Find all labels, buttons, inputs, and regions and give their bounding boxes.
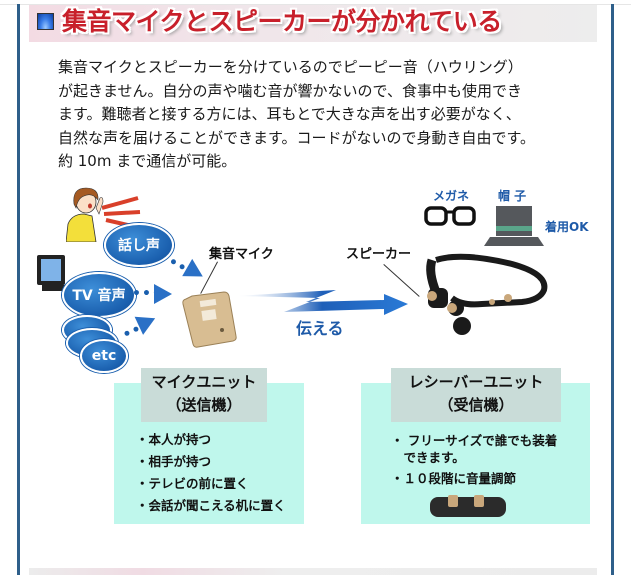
description-line: ます。難聴者と接する方には、耳もとで大きな声を出す必要がなく、	[58, 105, 521, 123]
description-line: 約 10m まで通信が可能。	[58, 152, 237, 170]
mic-label: 集音マイク	[209, 247, 274, 262]
feature-item: ・相手が持つ	[136, 454, 212, 469]
receiver-unit-features: ・ フリーサイズで誰でも装着 できます。 ・１０段階に音量調節	[391, 432, 557, 487]
description-line: 集音マイクとスピーカーを分けているのでピーピー音（ハウリング）	[58, 58, 523, 76]
section-title: 集音マイクとスピーカーが分かれている	[62, 7, 502, 36]
speaker-label: スピーカー	[346, 247, 412, 262]
section-title-bar	[29, 5, 597, 42]
tv-icon	[36, 254, 68, 294]
wireless-transmit-arrow	[236, 282, 416, 324]
mic-unit-title: マイクユニット	[151, 373, 257, 391]
speech-rays	[101, 196, 142, 228]
woman-speaking-illustration	[65, 184, 116, 243]
arrow-icon	[154, 284, 172, 304]
receiver-unit-subtitle: （受信機）	[438, 396, 514, 414]
mic-unit-subtitle: （送信機）	[166, 396, 242, 414]
top-divider	[0, 0, 631, 5]
glasses-icon	[424, 205, 476, 227]
receiver-unit-title: レシーバーユニット	[408, 373, 544, 391]
speech-bubble: 話し声	[104, 223, 174, 267]
feature-item: ・１０段階に音量調節	[391, 471, 517, 486]
hat-icon	[484, 206, 544, 246]
description-line: が起きません。自分の声や噛む音が響かないので、食事中も使用でき	[58, 81, 522, 100]
feature-item: ・テレビの前に置く	[136, 476, 249, 491]
tv-audio-label: TV 音声	[72, 288, 126, 304]
tv-audio-bubble: TV 音声	[62, 272, 136, 318]
speech-label: 話し声	[118, 238, 160, 254]
next-section-title-bar	[29, 568, 597, 575]
feature-item: ・ フリーサイズで誰でも装着	[391, 433, 558, 448]
headset-image	[422, 252, 552, 340]
dotted-trail: •••	[132, 286, 162, 302]
volume-control-image	[430, 495, 506, 517]
content-frame	[17, 4, 614, 575]
hat-label: 帽 子	[498, 189, 527, 203]
blue-square-icon	[37, 13, 54, 30]
description-line: 自然な声を届けることができます。コードがないので身動き自由です。	[58, 128, 536, 147]
description-paragraph: 集音マイクとスピーカーを分けているのでピーピー音（ハウリング） が起きません。自…	[58, 56, 598, 174]
mic-unit-image	[180, 290, 240, 350]
mic-unit-features: ・本人が持つ ・相手が持つ ・テレビの前に置く ・会話が聞こえる机に置く	[136, 429, 286, 517]
glasses-label: メガネ	[433, 189, 470, 203]
feature-item: ・会話が聞こえる机に置く	[136, 498, 286, 513]
etc-bubble: etc	[80, 339, 128, 373]
feature-item: できます。	[391, 450, 465, 465]
feature-item: ・本人が持つ	[136, 432, 212, 447]
etc-label: etc	[91, 348, 117, 364]
receiver-unit-header: レシーバーユニット （受信機）	[391, 368, 561, 422]
mic-unit-header: マイクユニット （送信機）	[141, 368, 267, 422]
wearable-ok-label: 着用OK	[545, 220, 589, 234]
transmit-label: 伝える	[296, 319, 344, 338]
